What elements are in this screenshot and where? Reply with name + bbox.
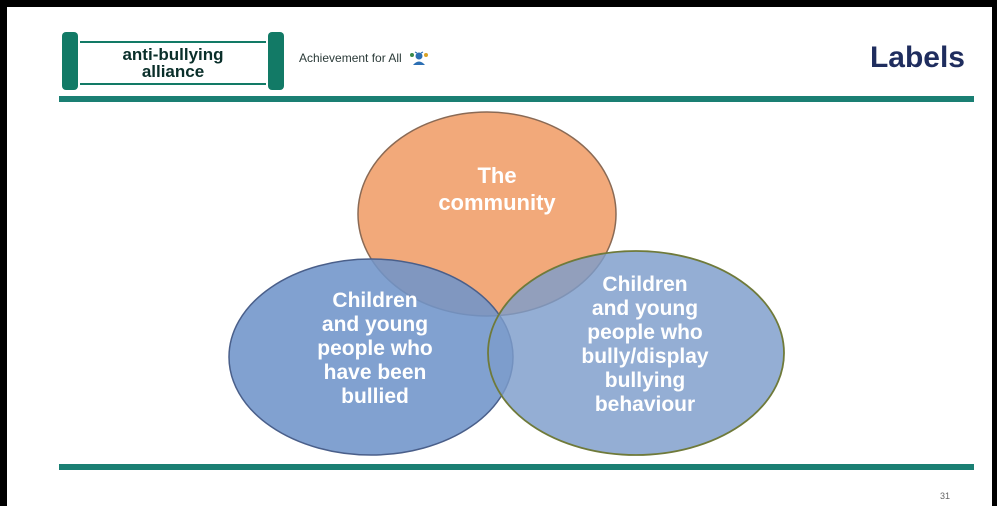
- logo-text: anti-bullying alliance: [80, 41, 266, 85]
- label-line: and young: [321, 313, 429, 336]
- logo-bracket-right: [268, 32, 284, 90]
- label-line: bullied: [341, 385, 409, 408]
- label-line: people who: [317, 337, 433, 360]
- label-bullied: Children and young people who have been …: [280, 289, 470, 409]
- label-line: have been: [323, 361, 427, 384]
- label-line: behaviour: [594, 393, 696, 416]
- label-line: community: [438, 190, 556, 215]
- label-line: Children: [332, 289, 418, 312]
- header-divider: [59, 96, 974, 102]
- venn-diagram: [228, 111, 785, 456]
- anti-bullying-alliance-logo: anti-bullying alliance: [62, 32, 284, 92]
- slide-title: Labels: [869, 41, 965, 74]
- label-bullying-behaviour: Children and young people who bully/disp…: [545, 273, 745, 417]
- people-icon: [408, 50, 430, 66]
- achievement-for-all-tagline: Achievement for All: [299, 50, 430, 66]
- label-the-community: The community: [407, 162, 587, 216]
- label-line: bullying: [604, 369, 686, 392]
- label-line: bully/display: [581, 345, 709, 368]
- label-line: Children: [602, 273, 688, 296]
- footer-divider: [59, 464, 974, 470]
- tagline-text: Achievement for All: [299, 51, 402, 65]
- logo-line-2: alliance: [141, 62, 205, 81]
- slide: anti-bullying alliance Achievement for A…: [7, 7, 992, 506]
- page-number: 31: [939, 491, 950, 501]
- label-line: and young: [591, 297, 699, 320]
- logo-bracket-left: [62, 32, 78, 90]
- label-line: people who: [587, 321, 703, 344]
- logo-line-1: anti-bullying: [122, 45, 224, 64]
- circle-bullying: [487, 250, 785, 456]
- label-line: The: [477, 163, 517, 188]
